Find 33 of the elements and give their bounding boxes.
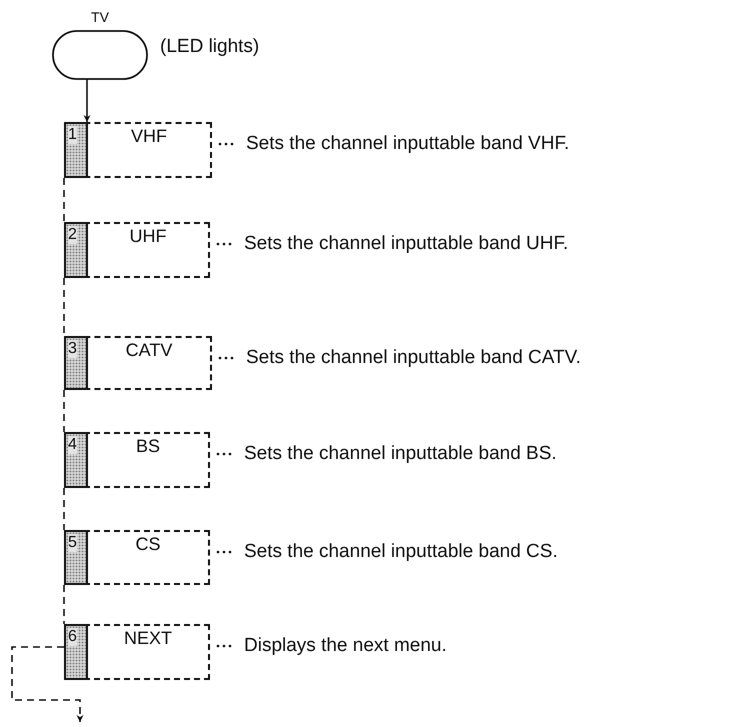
menu-label: BS: [134, 436, 161, 456]
menu-label: VHF: [130, 126, 168, 146]
menu-number: 2: [68, 226, 77, 244]
description-text: Sets the channel inputtable band UHF.: [244, 233, 568, 255]
menu-number: 4: [68, 436, 77, 454]
menu-number: 1: [68, 126, 77, 144]
menu-number: 5: [68, 534, 77, 552]
connector-line: [63, 488, 65, 530]
connector-line: [63, 178, 65, 222]
description-text: Sets the channel inputtable band CATV.: [246, 347, 581, 369]
menu-label: CATV: [124, 340, 174, 360]
menu-box: [64, 530, 210, 585]
menu-box: [64, 122, 212, 178]
menu-number: 6: [68, 628, 77, 646]
menu-label: CS: [134, 534, 162, 554]
menu-label: UHF: [128, 226, 168, 246]
arrow: [11, 646, 84, 722]
oval-label: TV: [90, 8, 110, 26]
description-text: Sets the channel inputtable band CS.: [244, 541, 558, 563]
description-text: Displays the next menu.: [244, 635, 447, 657]
description-text: Sets the channel inputtable band VHF.: [246, 133, 570, 155]
connector-line: [63, 585, 65, 624]
note-text: (LED lights): [160, 36, 260, 58]
connector-line: [63, 278, 65, 336]
menu-box: [64, 432, 210, 488]
menu-box: [64, 624, 210, 680]
description-text: Sets the channel inputtable band BS.: [244, 443, 557, 465]
menu-box: [64, 336, 212, 390]
arrow: [84, 79, 90, 122]
menu-number: 3: [68, 340, 77, 358]
menu-label: NEXT: [122, 628, 173, 648]
menu-box: [64, 222, 210, 278]
connector-line: [63, 390, 65, 432]
